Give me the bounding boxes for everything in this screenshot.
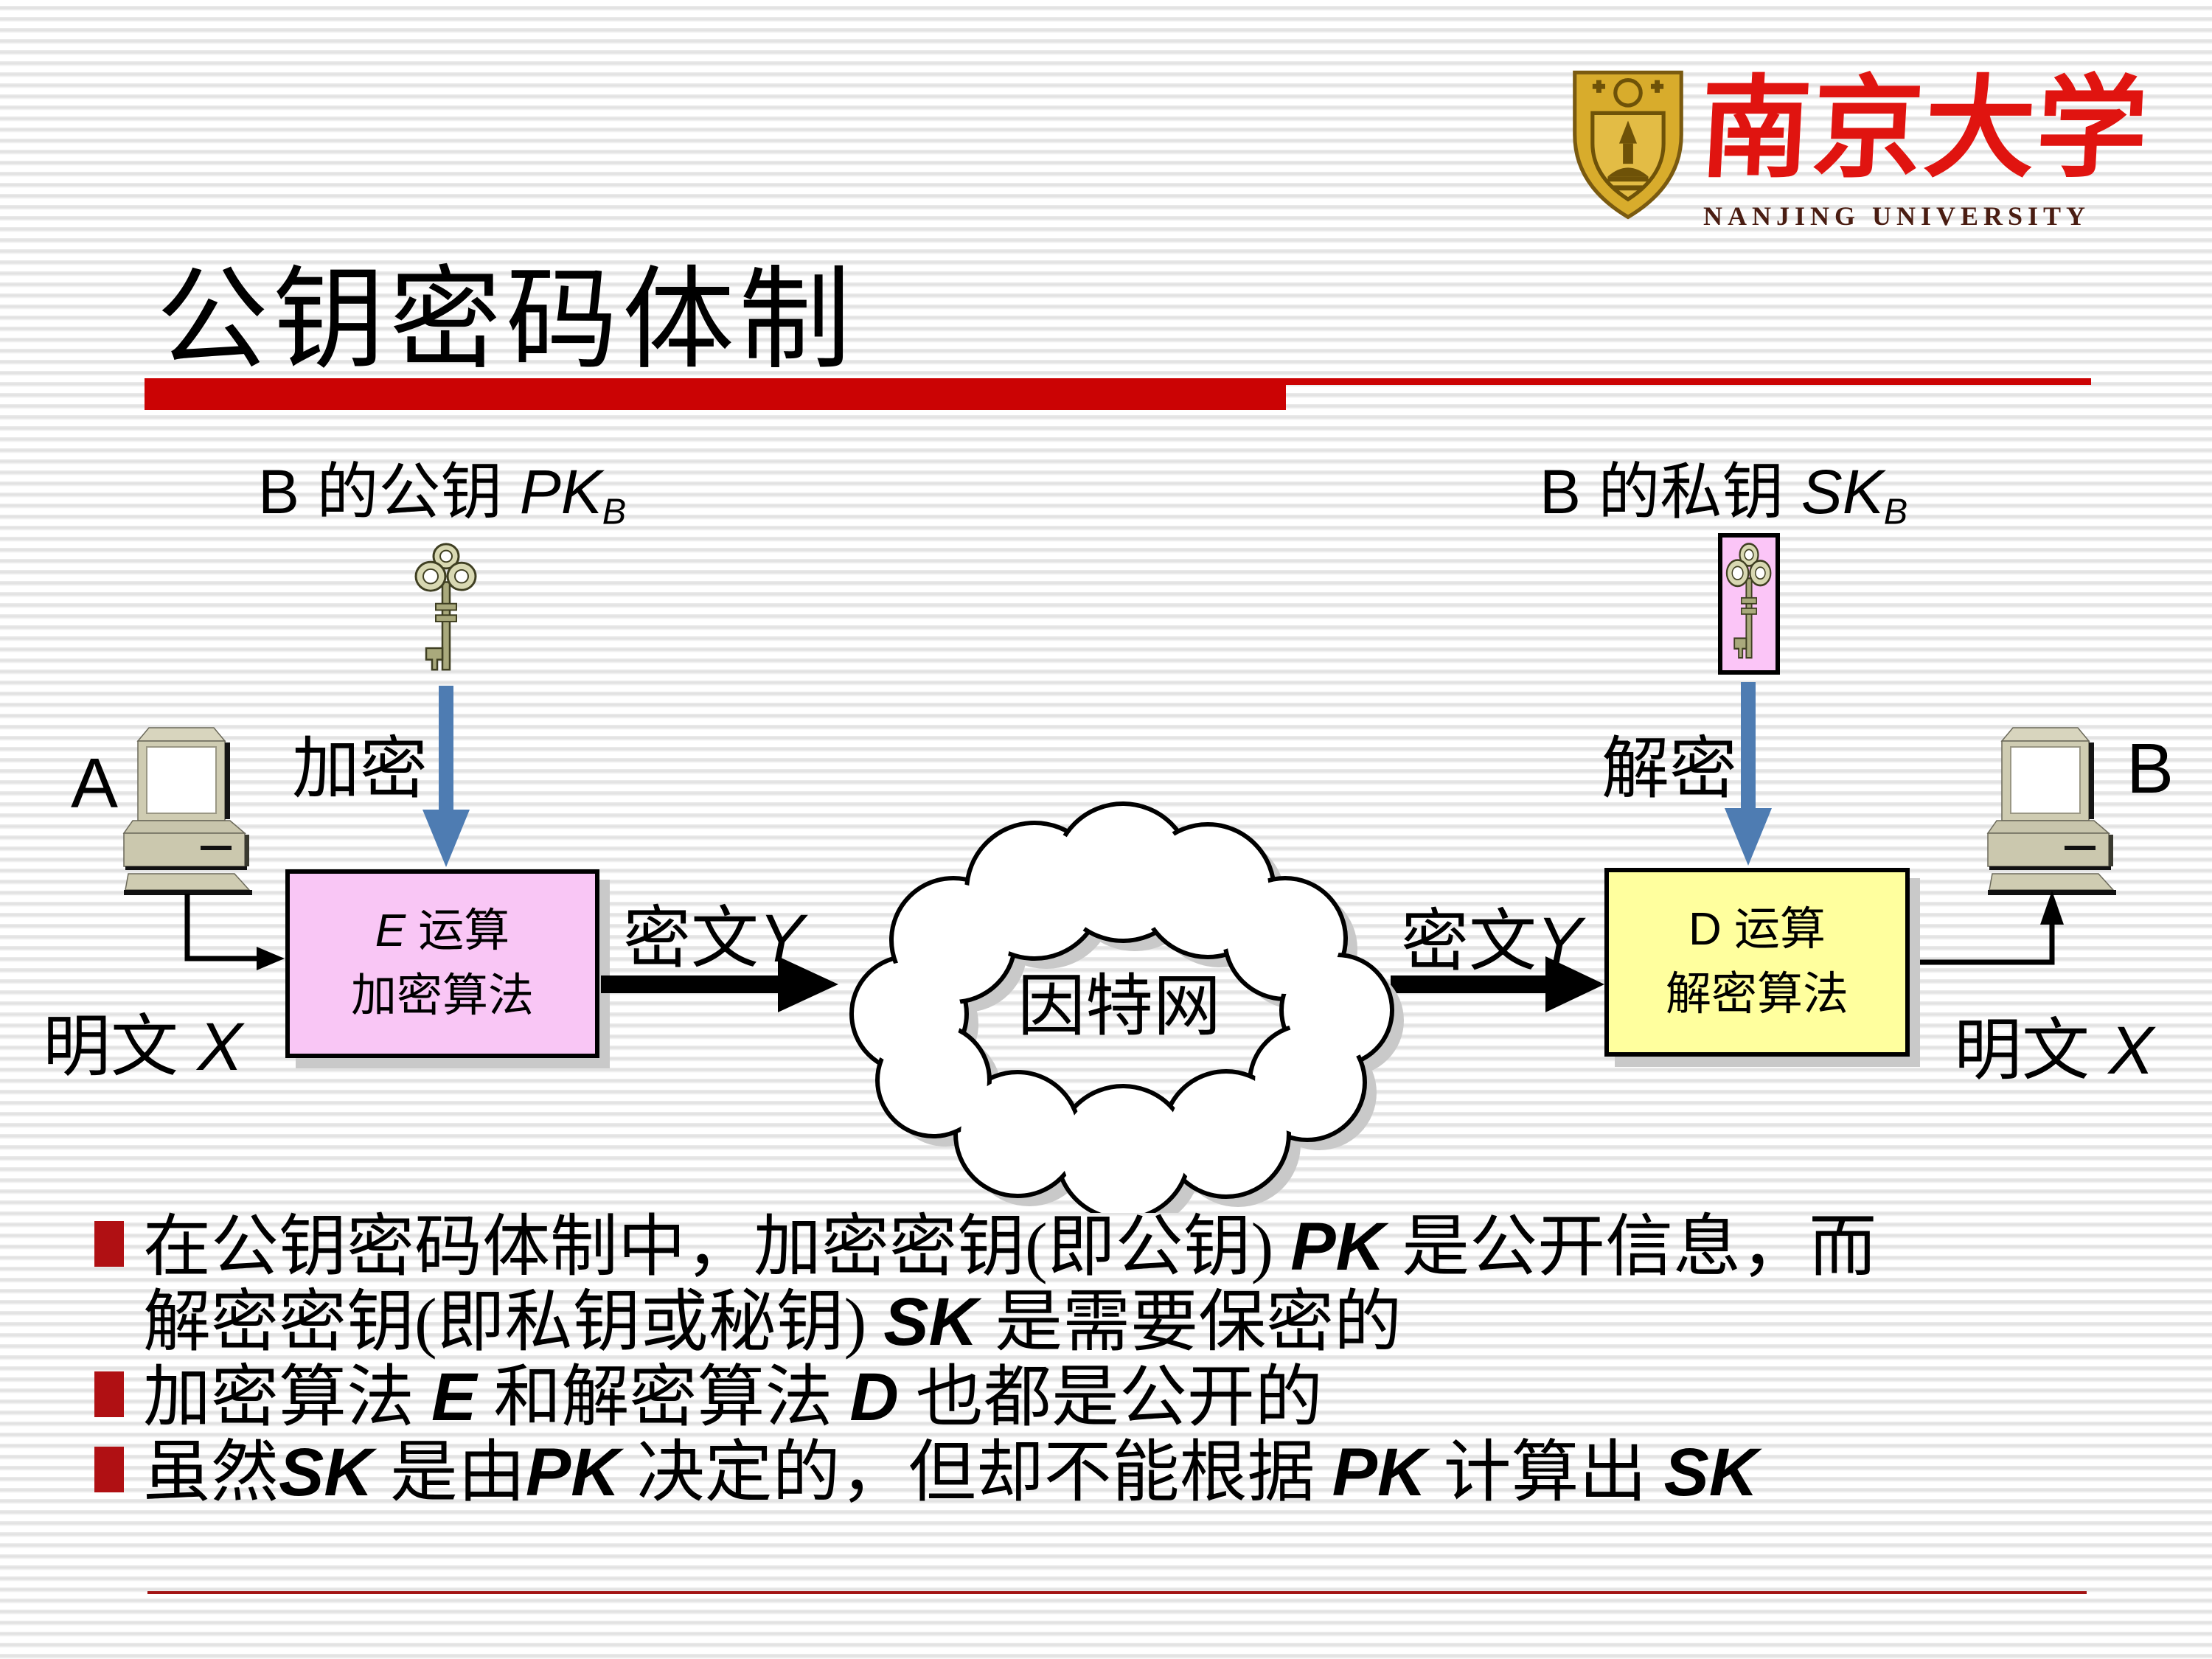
title-underline-line — [1286, 378, 2091, 385]
university-name-english: NANJING UNIVERSITY — [1703, 201, 2091, 231]
private-key-label: B 的私钥 SKB — [1540, 457, 1908, 532]
encryption-box: E 运算 加密算法 — [285, 869, 599, 1058]
internet-cloud — [824, 796, 1414, 1229]
plaintext-left-label: 明文 X — [43, 1009, 243, 1085]
page-title: 公钥密码体制 — [156, 259, 855, 383]
ciphertext-left-arrow-icon — [601, 953, 838, 1015]
public-key-label: B 的公钥 PKB — [258, 457, 627, 532]
host-b-label: B — [2126, 729, 2174, 808]
bullet-list: 在公钥密码体制中，加密密钥(即公钥) PK 是公开信息，而解密密钥(即私钥或秘钥… — [94, 1209, 2144, 1510]
bullet-square-icon — [94, 1221, 124, 1267]
encryption-box-line1: E 运算 — [375, 905, 510, 956]
bullet-item: 虽然SK 是由PK 决定的，但却不能根据 PK 计算出 SK — [94, 1435, 2144, 1510]
decryption-box: D 运算 解密算法 — [1604, 868, 1910, 1057]
bullet-text: 虽然SK 是由PK 决定的，但却不能根据 PK 计算出 SK — [143, 1435, 1759, 1510]
bottom-rule — [147, 1591, 2087, 1594]
decrypt-label: 解密 — [1601, 731, 1738, 807]
university-shield-icon — [1565, 65, 1691, 223]
public-key-down-arrow-icon — [422, 686, 470, 867]
bullet-text: 在公钥密码体制中，加密密钥(即公钥) PK 是公开信息，而解密密钥(即私钥或秘钥… — [143, 1209, 1877, 1360]
public-key-icon — [413, 540, 479, 677]
ciphertext-right-label: 密文Y — [1401, 904, 1582, 979]
private-key-down-arrow-icon — [1725, 682, 1772, 866]
computer-a-icon — [118, 726, 258, 896]
internet-label: 因特网 — [1017, 969, 1221, 1044]
bullet-item: 加密算法 E 和解密算法 D 也都是公开的 — [94, 1360, 2144, 1435]
encryption-box-line2: 加密算法 — [350, 970, 534, 1021]
private-key-box — [1718, 533, 1780, 675]
private-key-icon — [1725, 540, 1773, 668]
plaintext-right-label: 明文 X — [1954, 1013, 2154, 1088]
bullet-square-icon — [94, 1447, 124, 1492]
encrypt-label: 加密 — [292, 731, 428, 807]
decryption-box-line1: D 运算 — [1688, 904, 1826, 955]
ciphertext-left-label: 密文Y — [623, 901, 804, 976]
bullet-text: 加密算法 E 和解密算法 D 也都是公开的 — [143, 1360, 1323, 1435]
decryption-box-line2: 解密算法 — [1665, 969, 1848, 1020]
bullet-item: 在公钥密码体制中，加密密钥(即公钥) PK 是公开信息，而解密密钥(即私钥或秘钥… — [94, 1209, 2144, 1360]
bullet-square-icon — [94, 1371, 124, 1417]
university-name-calligraphy: 南京大学 — [1697, 69, 2152, 191]
host-a-label: A — [71, 744, 119, 823]
title-underline-bar — [145, 378, 1286, 410]
ciphertext-right-arrow-icon — [1391, 953, 1604, 1015]
computer-b-icon — [1982, 726, 2122, 896]
